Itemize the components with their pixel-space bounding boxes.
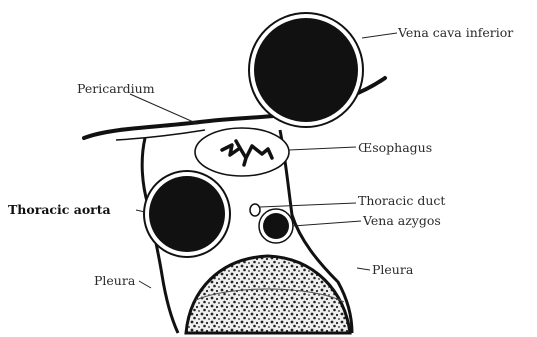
thoracic-duct-shape bbox=[250, 204, 260, 216]
pericardium-band-inner bbox=[116, 130, 205, 140]
label-oesophagus: Œsophagus bbox=[358, 140, 432, 155]
label-vena-azygos: Vena azygos bbox=[362, 213, 441, 228]
label-pleura-right: Pleura bbox=[372, 262, 414, 277]
label-pleura-left: Pleura bbox=[94, 273, 136, 288]
label-vena-cava-inferior: Vena cava inferior bbox=[397, 25, 513, 40]
label-pericardium: Pericardium bbox=[77, 81, 155, 96]
label-thoracic-duct: Thoracic duct bbox=[358, 193, 445, 208]
label-thoracic-aorta: Thoracic aorta bbox=[8, 202, 111, 217]
